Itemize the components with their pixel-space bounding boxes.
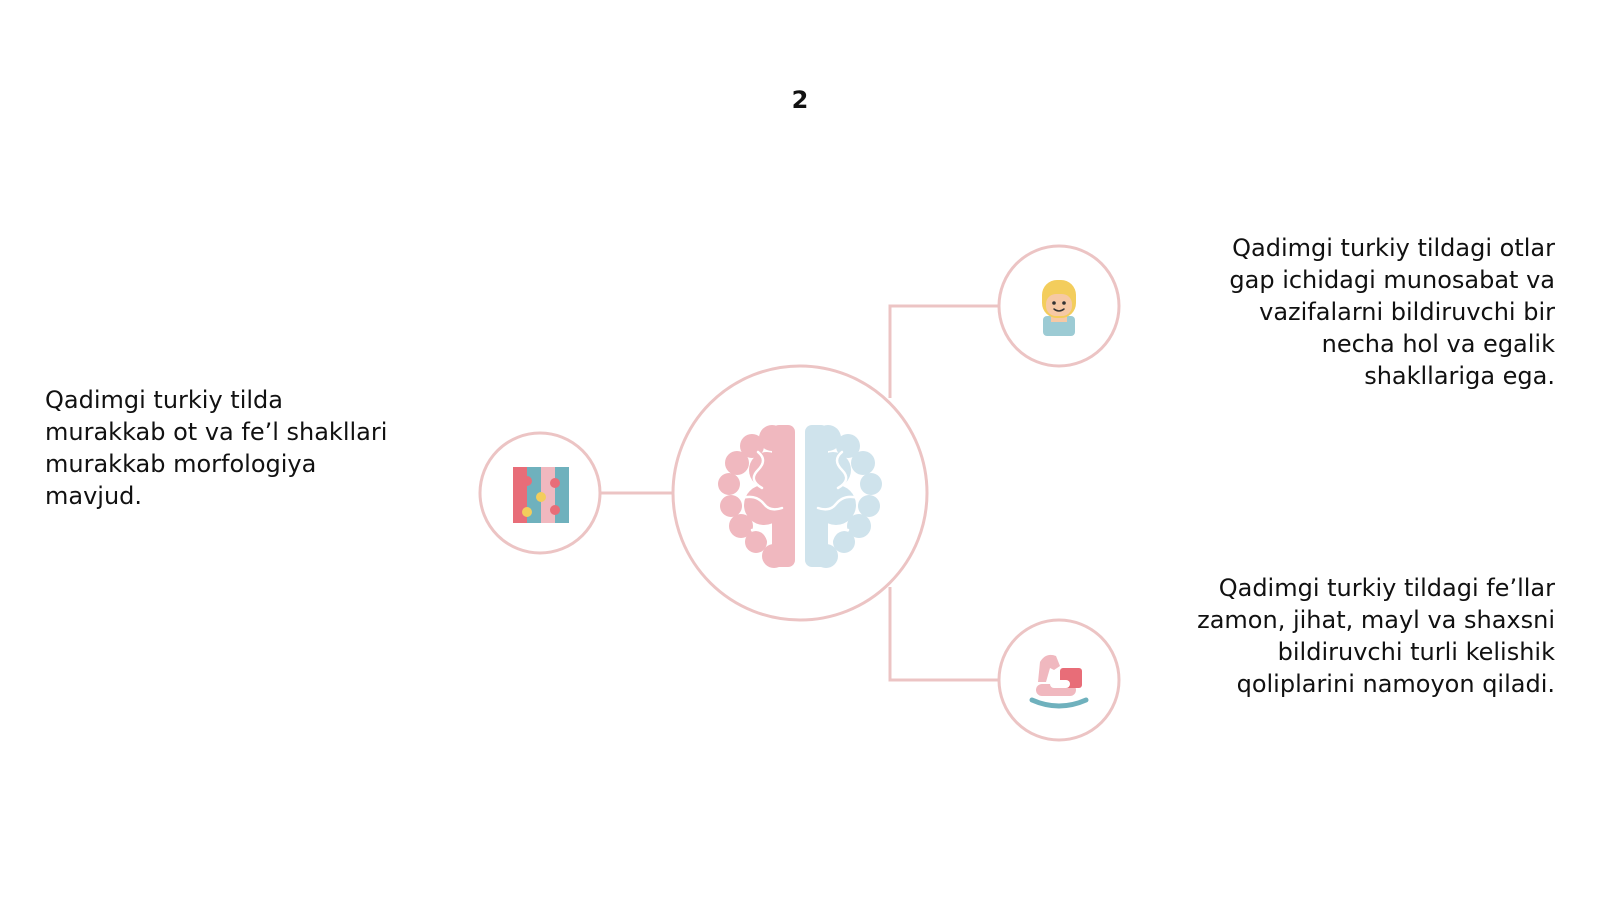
puzzle-icon (513, 467, 569, 523)
center-node-circle (671, 364, 929, 622)
connector-top-right (888, 304, 999, 398)
brain-icon (718, 425, 882, 568)
rocking-horse-icon (1029, 654, 1089, 709)
bottom-right-description: Qadimgi turkiy tildagi fe’llar zamon, ji… (1197, 574, 1555, 698)
top-right-description: Qadimgi turkiy tildagi otlar gap ichidag… (1229, 234, 1555, 390)
connector-bottom-right (888, 587, 999, 682)
page-number: 2 (791, 86, 809, 114)
child-face-icon (1042, 280, 1076, 336)
left-description: Qadimgi turkiy tilda murakkab ot va fe’l… (45, 386, 388, 510)
connector-lines (600, 304, 999, 682)
